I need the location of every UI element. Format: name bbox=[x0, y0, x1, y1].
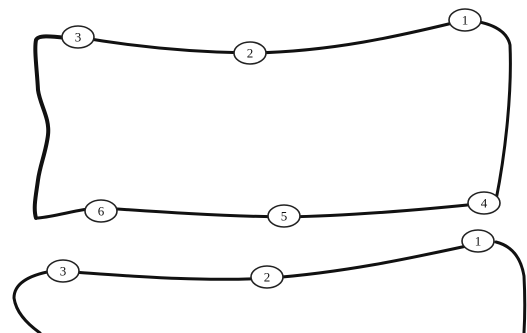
upper-vertebra bbox=[35, 20, 511, 218]
landmark-label: 1 bbox=[475, 234, 482, 249]
upper-landmark-6: 6 bbox=[85, 200, 117, 222]
lower-landmark-2: 2 bbox=[251, 266, 283, 288]
upper-landmark-1: 1 bbox=[449, 9, 481, 31]
upper-superior-endplate bbox=[78, 20, 465, 53]
landmark-label: 3 bbox=[75, 30, 82, 45]
landmark-label: 5 bbox=[281, 209, 288, 224]
upper-landmark-2: 2 bbox=[234, 42, 266, 64]
upper-landmark-5: 5 bbox=[268, 205, 300, 227]
landmark-label: 6 bbox=[98, 204, 105, 219]
lower-landmark-3: 3 bbox=[47, 260, 79, 282]
upper-posterior-wall bbox=[35, 36, 66, 218]
landmark-label: 4 bbox=[481, 196, 488, 211]
lower-posterior-wall bbox=[14, 271, 52, 333]
lower-anterior-wall bbox=[496, 242, 525, 333]
landmark-label: 2 bbox=[247, 46, 254, 61]
landmark-label: 2 bbox=[264, 270, 271, 285]
landmark-label: 1 bbox=[462, 13, 469, 28]
landmark-label: 3 bbox=[60, 264, 67, 279]
upper-anterior-wall bbox=[465, 20, 510, 200]
upper-landmark-4: 4 bbox=[468, 192, 500, 214]
upper-landmark-3: 3 bbox=[62, 26, 94, 48]
lower-landmark-1: 1 bbox=[462, 230, 494, 252]
